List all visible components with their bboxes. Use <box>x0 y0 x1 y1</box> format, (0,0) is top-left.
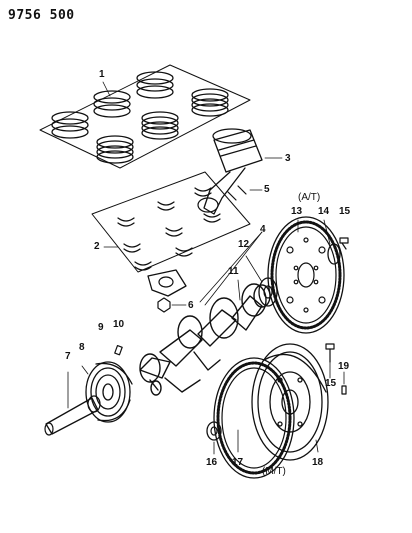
flex-plate-spacer <box>324 220 340 264</box>
piston-ring-set <box>40 65 250 168</box>
callout-17: 17 <box>232 457 244 468</box>
crankshaft <box>140 280 270 395</box>
crank-pulley-bolt <box>45 372 100 435</box>
diagram-code: 9756 500 <box>8 8 75 23</box>
callout-18: 18 <box>312 457 324 468</box>
callout-4: 4 <box>260 224 266 235</box>
callout-8: 8 <box>79 342 85 353</box>
bearing-cap-nut <box>158 298 186 312</box>
callout-11: 11 <box>228 266 239 277</box>
connecting-rod-bolts <box>228 186 262 200</box>
bearing-set <box>92 172 250 272</box>
flywheel-manual <box>252 344 328 460</box>
drive-plate-adapter <box>246 256 277 306</box>
callout-13: 13 <box>291 206 303 217</box>
callout-12: 12 <box>238 239 250 250</box>
crank-damper-pulley <box>82 362 132 422</box>
callout-5: 5 <box>264 184 270 195</box>
callout-1: 1 <box>99 69 105 80</box>
flex-plate-bolt <box>340 238 348 249</box>
callout-19: 19 <box>338 361 350 372</box>
piston-and-rod <box>198 129 282 214</box>
callout-16: 16 <box>206 457 218 468</box>
callout-14: 14 <box>318 206 330 217</box>
flex-plate-auto <box>268 217 344 333</box>
callout-10: 10 <box>113 319 125 330</box>
dowel-pin <box>342 372 346 394</box>
callout-6: 6 <box>188 300 194 311</box>
caption-manual-trans: (M/T) <box>262 466 286 477</box>
callout-7: 7 <box>65 351 71 362</box>
caption-auto-trans: (A/T) <box>298 192 321 203</box>
pilot-bushing <box>207 422 221 454</box>
callout-3: 3 <box>285 153 291 164</box>
ring-gear-manual <box>214 358 294 478</box>
callout-2: 2 <box>94 241 100 252</box>
callout-15-top: 15 <box>339 206 351 217</box>
flywheel-bolt <box>326 344 334 378</box>
callout-9: 9 <box>98 322 104 333</box>
callout-15-lower: 15 <box>325 378 337 389</box>
